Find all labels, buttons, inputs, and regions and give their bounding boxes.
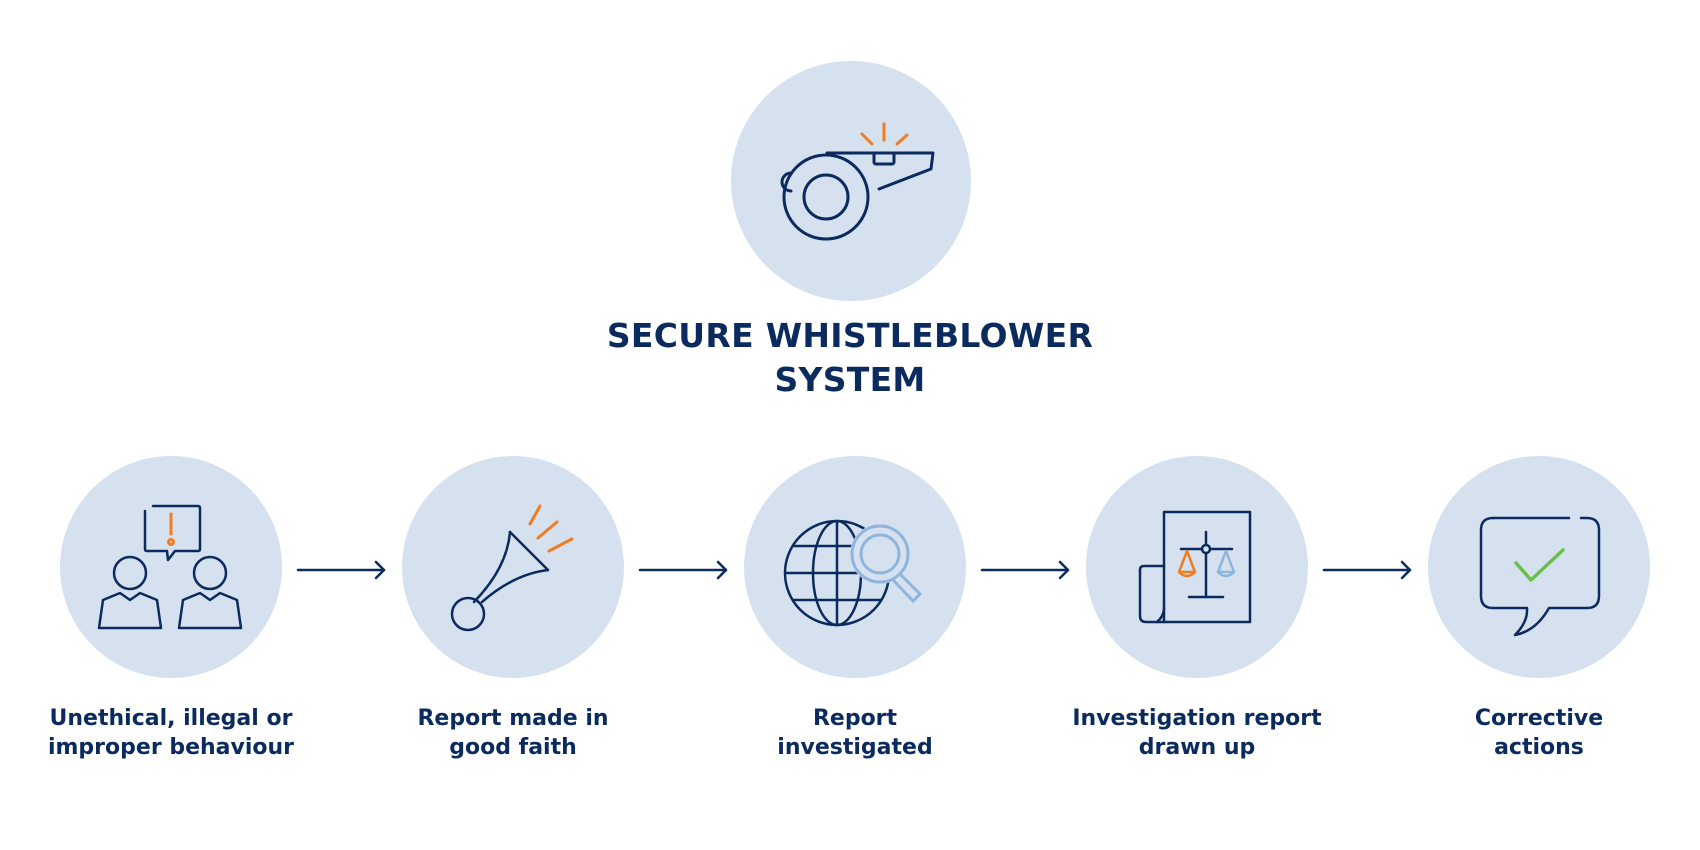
step-label: Unethical, illegal or improper behaviour bbox=[20, 704, 322, 762]
title-line-2: SYSTEM bbox=[774, 360, 926, 399]
megaphone-icon bbox=[402, 456, 624, 678]
step-label-line-2: drawn up bbox=[1138, 735, 1256, 760]
step-label-line-1: Unethical, illegal or bbox=[49, 706, 293, 731]
step-circle bbox=[402, 456, 624, 678]
step-label-line-1: Investigation report bbox=[1072, 706, 1322, 731]
step-report-good-faith: Report made in good faith bbox=[402, 456, 624, 760]
step-label: Report investigated bbox=[704, 704, 1006, 762]
step-corrective-actions: Corrective actions bbox=[1428, 456, 1650, 760]
step-label-line-2: actions bbox=[1494, 735, 1584, 760]
step-label: Corrective actions bbox=[1388, 704, 1690, 762]
whistle-icon bbox=[731, 61, 971, 301]
step-label-line-1: Corrective bbox=[1474, 706, 1604, 731]
step-label: Report made in good faith bbox=[362, 704, 664, 762]
document-scales-icon bbox=[1086, 456, 1308, 678]
step-label-line-1: Report made in bbox=[417, 706, 609, 731]
step-label-line-2: improper behaviour bbox=[47, 735, 295, 760]
speech-bubble-checkmark-icon bbox=[1428, 456, 1650, 678]
right-arrow-icon bbox=[980, 560, 1070, 580]
two-people-speech-warning-icon bbox=[60, 456, 282, 678]
step-label-line-1: Report bbox=[812, 706, 898, 731]
step-circle bbox=[60, 456, 282, 678]
title-line-1: SECURE WHISTLEBLOWER bbox=[606, 316, 1094, 355]
right-arrow-icon bbox=[1322, 560, 1412, 580]
step-investigation-report: Investigation report drawn up bbox=[1072, 456, 1322, 760]
whistle-circle bbox=[731, 61, 971, 301]
page-title: SECURE WHISTLEBLOWER SYSTEM bbox=[550, 314, 1150, 402]
right-arrow-icon bbox=[638, 560, 728, 580]
step-circle bbox=[1086, 456, 1308, 678]
step-circle bbox=[744, 456, 966, 678]
step-report-investigated: Report investigated bbox=[744, 456, 966, 760]
step-unethical-behaviour: Unethical, illegal or improper behaviour bbox=[48, 456, 294, 760]
step-label: Investigation report drawn up bbox=[1046, 704, 1348, 762]
step-circle bbox=[1428, 456, 1650, 678]
step-label-line-2: investigated bbox=[777, 735, 933, 760]
right-arrow-icon bbox=[296, 560, 386, 580]
step-label-line-2: good faith bbox=[449, 735, 577, 760]
globe-magnifier-icon bbox=[744, 456, 966, 678]
